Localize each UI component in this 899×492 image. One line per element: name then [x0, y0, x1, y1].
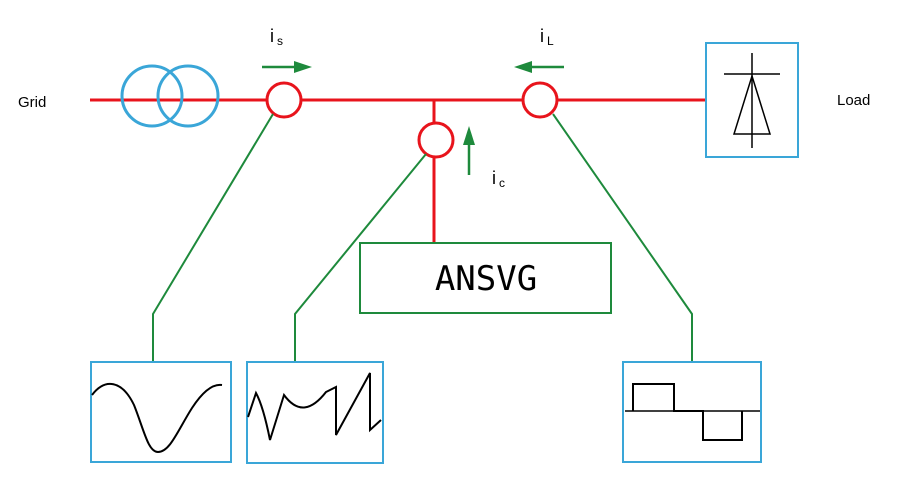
- is-arrow-icon: [262, 61, 312, 73]
- load-signal-line: [552, 113, 693, 362]
- rectifier-load-box: [705, 42, 799, 158]
- ansvg-box: [359, 242, 612, 314]
- diode-icon: [724, 53, 780, 148]
- source-current-sensor: [265, 81, 303, 119]
- ic-arrow-icon: [463, 126, 475, 175]
- sawtooth-wave-icon: [247, 372, 382, 441]
- compensation-signal-line: [294, 153, 427, 362]
- square-wave-icon: [632, 383, 743, 441]
- source-current-waveform-box: [90, 361, 232, 463]
- sine-wave-icon: [91, 382, 223, 454]
- source-signal-line: [152, 113, 274, 362]
- compensation-current-waveform-box: [246, 361, 384, 464]
- load-current-waveform-box: [622, 361, 762, 463]
- compensation-current-sensor: [417, 121, 455, 159]
- load-current-sensor: [521, 81, 559, 119]
- load-label: Load: [837, 92, 870, 109]
- il-arrow-icon: [514, 61, 564, 73]
- grid-label: Grid: [18, 94, 46, 111]
- transformer-icon: [120, 64, 220, 128]
- ansvg-label: ANSVG: [435, 259, 537, 299]
